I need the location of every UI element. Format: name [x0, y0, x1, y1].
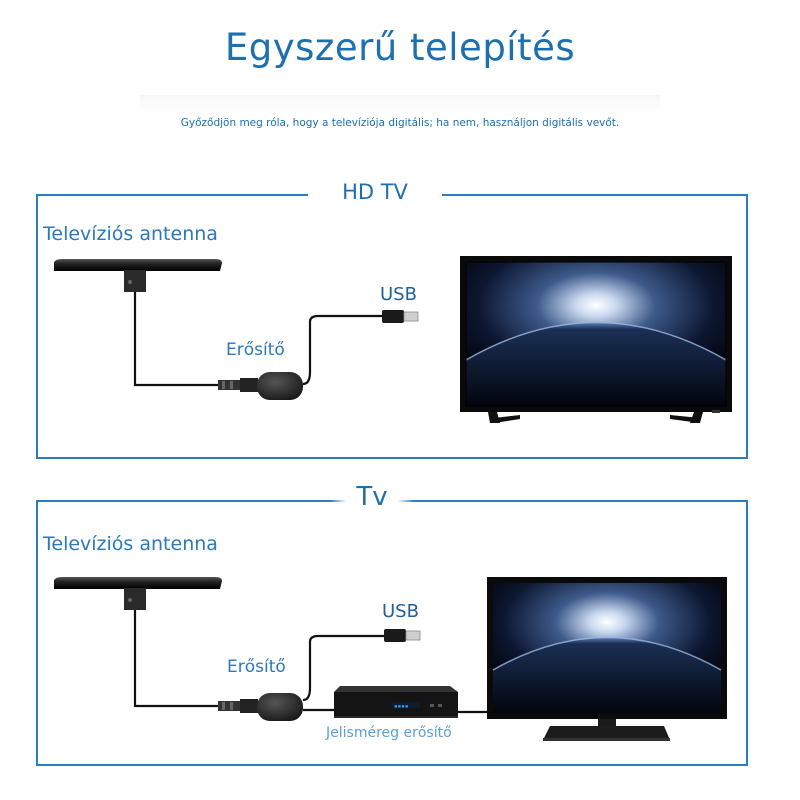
title-underline-shadow	[140, 95, 660, 115]
antenna	[54, 259, 222, 292]
usb-cable	[302, 634, 388, 702]
antenna-label: Televíziós antenna	[43, 533, 218, 555]
set-top-box: ▪▪▪▪	[334, 686, 458, 718]
antenna-label: Televíziós antenna	[43, 223, 218, 245]
tv	[487, 577, 727, 741]
coax-connector	[218, 378, 258, 392]
usb-plug	[384, 629, 421, 642]
panel-tv-title: Tv	[330, 481, 414, 513]
coax-connector	[218, 699, 258, 713]
amplifier-label: Erősítő	[227, 657, 286, 677]
usb-cable	[302, 314, 388, 386]
usb-plug	[382, 310, 419, 323]
usb-label: USB	[382, 601, 419, 622]
coax-cable	[133, 292, 220, 387]
page-title: Egyszerű telepítés	[224, 26, 576, 69]
usb-label: USB	[380, 284, 417, 305]
coax-cable	[133, 610, 220, 708]
hd-tv	[460, 256, 732, 423]
page-subtitle: Győződjön meg róla, hogy a televíziója d…	[180, 117, 620, 129]
receiver-label: Jelisméreg erősítő	[326, 725, 452, 741]
amplifier	[257, 372, 303, 400]
svg-text:▪▪▪▪: ▪▪▪▪	[394, 703, 408, 710]
antenna	[54, 577, 222, 610]
amplifier-label: Erősítő	[226, 340, 285, 360]
panel-hd-tv-title: HD TV	[308, 178, 442, 208]
amplifier	[257, 693, 303, 721]
